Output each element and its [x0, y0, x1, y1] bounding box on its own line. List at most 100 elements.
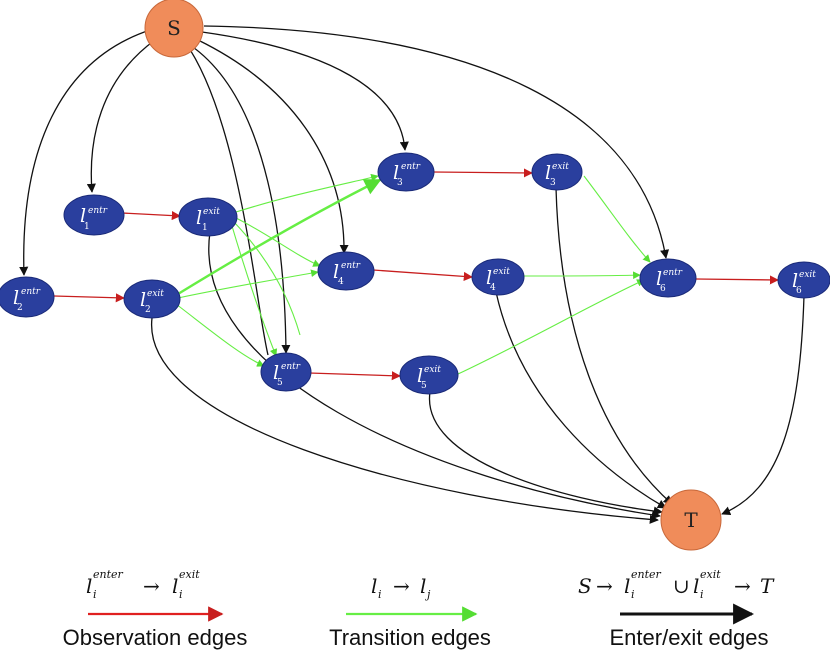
svg-text:5: 5	[421, 381, 427, 391]
svg-text:T: T	[760, 574, 775, 598]
legend-enter-exit: S → l enter i ∪ l exit i → T Enter/exit …	[578, 568, 775, 650]
node-l6-entr: l entr 6	[639, 258, 697, 298]
node-l1-exit: l exit 1	[178, 197, 238, 237]
edge-s-l2-entr	[19, 29, 151, 276]
legend-transition-caption: Transition edges	[329, 625, 491, 650]
edge-l1-exit-t	[208, 231, 661, 520]
legend-observation: l enter i → l exit i Observation edges	[63, 568, 248, 650]
edge-tr-2-3	[177, 178, 382, 296]
svg-text:3: 3	[550, 178, 556, 188]
svg-text:i: i	[93, 588, 97, 601]
edge-s-l4-entr	[197, 39, 349, 254]
svg-text:exit: exit	[552, 162, 569, 172]
svg-text:→: →	[143, 574, 160, 598]
sink-label: T	[684, 508, 698, 532]
svg-text:i: i	[179, 588, 183, 601]
svg-text:l: l	[656, 268, 662, 290]
edge-obs-2	[53, 293, 125, 303]
svg-text:5: 5	[277, 378, 283, 388]
edge-tr-1-3	[235, 173, 379, 213]
legend-observation-caption: Observation edges	[63, 625, 248, 650]
svg-text:l: l	[273, 362, 279, 384]
svg-text:l: l	[545, 162, 551, 184]
svg-text:l: l	[80, 205, 86, 227]
node-l2-entr: l entr 2	[0, 276, 55, 318]
svg-text:4: 4	[338, 277, 344, 287]
svg-text:S: S	[578, 574, 592, 598]
edge-s-l6-entr	[203, 25, 670, 259]
svg-text:1: 1	[202, 223, 208, 233]
edge-l5-exit-t	[429, 391, 663, 516]
node-l5-entr: l entr 5	[260, 352, 312, 392]
svg-text:entr: entr	[401, 162, 421, 172]
edge-l3-exit-t	[555, 187, 673, 505]
node-l6-exit: l exit 6	[777, 261, 830, 299]
svg-text:i: i	[700, 588, 704, 601]
edge-tr-1-5b	[233, 221, 301, 336]
edge-obs-4	[372, 269, 473, 281]
svg-text:∪: ∪	[673, 574, 690, 598]
svg-text:exit: exit	[493, 267, 510, 277]
svg-text:l: l	[420, 574, 426, 598]
enter-edges	[19, 25, 670, 356]
svg-text:l: l	[486, 267, 492, 289]
svg-text:exit: exit	[799, 270, 816, 280]
node-l2-exit: l exit 2	[123, 279, 181, 319]
sink-node: T	[660, 489, 722, 551]
edge-tr-2-5	[175, 303, 265, 367]
svg-text:entr: entr	[21, 287, 41, 297]
node-l4-exit: l exit 4	[471, 258, 525, 296]
svg-text:entr: entr	[663, 268, 683, 278]
svg-text:l: l	[393, 162, 399, 184]
svg-text:l: l	[693, 574, 699, 598]
svg-text:→: →	[393, 574, 410, 598]
exit-edges	[151, 187, 805, 524]
svg-text:j: j	[424, 588, 431, 601]
edge-l4-exit-t	[495, 291, 667, 509]
node-l4-entr: l entr 4	[317, 251, 375, 291]
legend-transition: l i → l j Transition edges	[329, 574, 491, 650]
source-label: S	[167, 16, 181, 40]
transition-edges	[175, 173, 651, 375]
node-l3-entr: l entr 3	[377, 152, 435, 192]
edge-tr-4-6	[523, 271, 641, 280]
edge-tr-3-6	[583, 175, 651, 263]
edge-l6-exit-t	[721, 295, 805, 516]
svg-text:enter: enter	[631, 568, 662, 581]
svg-text:exit: exit	[203, 207, 220, 217]
edge-l2-exit-t	[151, 317, 659, 524]
edge-obs-1	[121, 211, 181, 221]
node-l5-exit: l exit 5	[399, 355, 459, 395]
svg-text:l: l	[371, 574, 377, 598]
edge-s-l5-entr	[189, 44, 291, 354]
svg-text:exit: exit	[424, 365, 441, 375]
svg-text:i: i	[631, 588, 635, 601]
svg-text:l: l	[172, 574, 178, 598]
edge-tr-1-5	[231, 225, 278, 357]
svg-text:exit: exit	[147, 289, 164, 299]
legend-enter-exit-caption: Enter/exit edges	[610, 625, 769, 650]
edge-s-l1-exit-curve	[184, 41, 269, 356]
svg-text:1: 1	[84, 222, 90, 232]
svg-text:→: →	[596, 574, 613, 598]
observation-edges	[53, 168, 779, 381]
svg-text:6: 6	[796, 286, 802, 296]
svg-text:3: 3	[397, 178, 403, 188]
svg-text:l: l	[86, 574, 92, 598]
node-l3-exit: l exit 3	[531, 153, 583, 191]
svg-text:exit: exit	[700, 568, 721, 581]
edge-s-l3-entr	[201, 31, 409, 151]
svg-text:l: l	[196, 207, 202, 229]
edge-tr-2-4	[177, 269, 319, 299]
node-l1-entr: l entr 1	[63, 194, 125, 236]
svg-text:2: 2	[145, 305, 151, 315]
svg-text:l: l	[333, 261, 339, 283]
edge-obs-3	[432, 168, 533, 178]
edge-s-l1-entr	[86, 39, 156, 193]
svg-text:→: →	[734, 574, 751, 598]
svg-text:exit: exit	[179, 568, 200, 581]
svg-text:i: i	[378, 588, 382, 601]
svg-text:entr: entr	[281, 362, 301, 372]
svg-text:4: 4	[490, 283, 496, 293]
